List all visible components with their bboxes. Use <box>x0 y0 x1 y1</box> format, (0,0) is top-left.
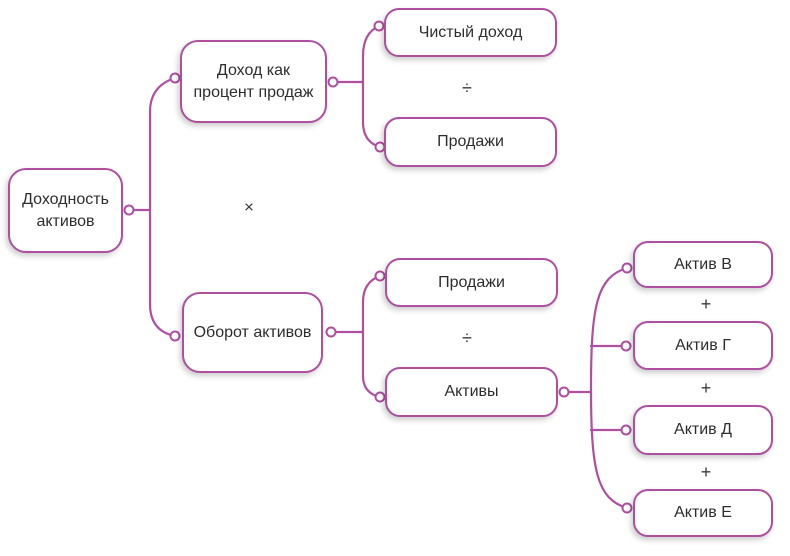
plus-operator-2: + <box>700 378 712 398</box>
connector-turnover-branch <box>333 274 382 399</box>
node-asset-e: Актив Е <box>633 489 773 537</box>
node-net-income: Чистый доход <box>384 8 557 57</box>
divide-operator-mid: ÷ <box>462 328 472 348</box>
node-asset-v: Актив В <box>633 241 773 288</box>
connector-margin-branch <box>335 24 382 149</box>
connector-roa-branch <box>131 76 177 338</box>
node-asset-turnover: Оборот активов <box>182 292 323 373</box>
node-assets: Активы <box>385 367 558 417</box>
connector-dots <box>123 20 633 514</box>
node-asset-d: Актив Д <box>633 405 773 455</box>
multiply-operator: × <box>244 197 254 217</box>
connector-assets-branch <box>566 266 629 510</box>
node-sales-top: Продажи <box>384 117 557 167</box>
divide-operator-top: ÷ <box>462 78 472 98</box>
plus-operator-3: + <box>700 462 712 482</box>
node-sales-mid: Продажи <box>385 258 558 307</box>
node-roa: Доходность активов <box>8 168 123 253</box>
plus-operator-1: + <box>700 294 712 314</box>
node-profit-margin: Доход как процент продаж <box>180 40 327 123</box>
node-asset-g: Актив Г <box>633 321 773 370</box>
